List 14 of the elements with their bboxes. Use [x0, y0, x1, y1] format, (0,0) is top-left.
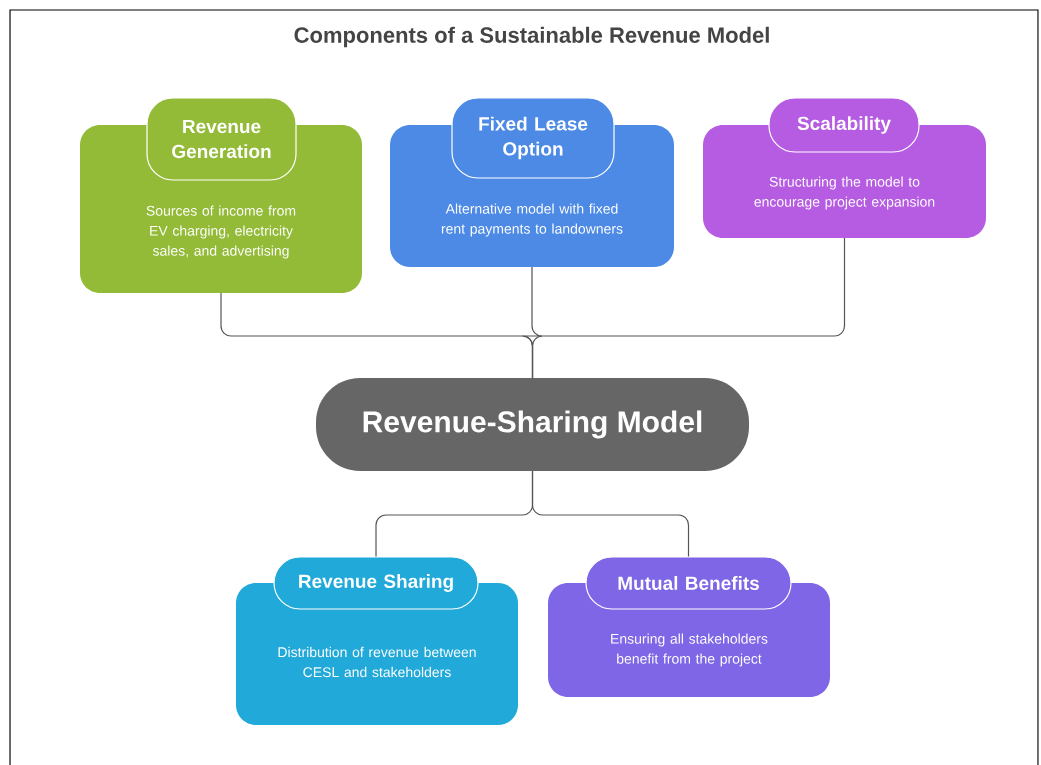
connector-line: [531, 470, 690, 558]
heading-tab: Fixed Lease Option: [451, 97, 615, 179]
central-pill: Revenue-Sharing Model: [316, 378, 749, 471]
description-text: Ensuring all stakeholders benefit from the project: [611, 633, 768, 667]
description-text: Distribution of revenue between CESL and stakeholders: [278, 646, 476, 678]
heading-tab: Revenue Generation: [146, 97, 297, 181]
description-text: Structuring the model to encourage project expansion: [754, 176, 935, 210]
heading-tab: Revenue Sharing: [273, 556, 479, 610]
heading-tab: Mutual Benefits: [585, 556, 792, 610]
description-text: Alternative model with fixed rent payments to landowners: [441, 203, 623, 237]
connector-line: [531, 237, 846, 379]
title: Components of a Sustainable Revenue Model: [294, 26, 769, 48]
heading-tab: Scalability: [768, 97, 920, 153]
description-text: Sources of income from EV charging, electricity sales, and advertising: [146, 205, 296, 259]
